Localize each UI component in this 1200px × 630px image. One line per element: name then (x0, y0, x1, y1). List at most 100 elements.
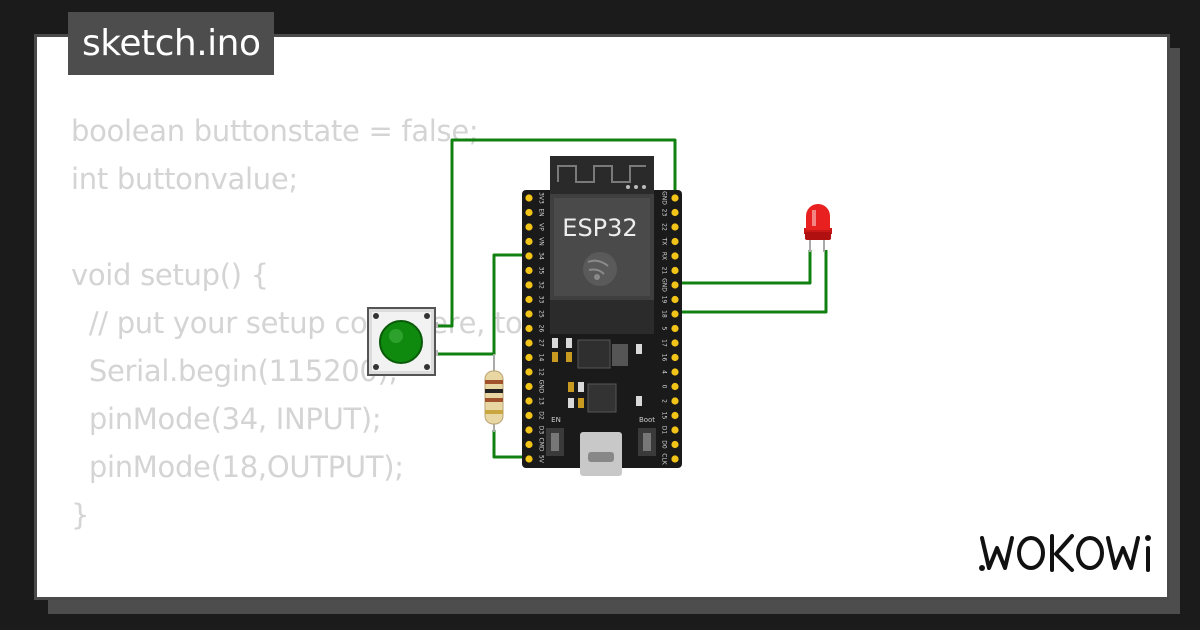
code-line: pinMode(18,OUTPUT); (71, 450, 404, 484)
pin[interactable] (525, 281, 533, 289)
pin[interactable] (671, 440, 679, 449)
pin-label: GND (538, 380, 545, 394)
pin[interactable] (525, 411, 533, 420)
file-tab[interactable]: sketch.ino (68, 12, 275, 75)
pin[interactable] (671, 339, 679, 347)
pin[interactable] (671, 295, 679, 304)
code-editor: boolean buttonstate = false; int buttonva… (71, 107, 667, 597)
pin[interactable] (525, 382, 533, 391)
pin[interactable] (671, 411, 679, 420)
wire-button-to-pin34[interactable] (436, 253, 528, 356)
pin[interactable] (671, 310, 679, 318)
pin[interactable] (671, 223, 679, 231)
pin-label: 17 (661, 339, 668, 347)
pin-label: D3 (538, 426, 545, 435)
pin-label: 16 (661, 354, 668, 362)
wire-resistor-to-5v[interactable] (492, 430, 528, 459)
resistor[interactable] (484, 354, 504, 432)
pin-label: 27 (538, 339, 545, 347)
pin[interactable] (525, 440, 533, 449)
pin[interactable] (671, 353, 679, 362)
pin[interactable] (525, 455, 533, 463)
pin[interactable] (525, 252, 533, 260)
pin-label: 34 (538, 252, 545, 260)
boot-button[interactable] (643, 433, 651, 451)
pin-label: 12 (538, 368, 545, 376)
pin[interactable] (525, 397, 533, 405)
code-line: void loop() { (71, 587, 666, 597)
code-line: boolean buttonstate = false; (71, 114, 479, 148)
en-button[interactable] (551, 433, 559, 451)
boot-label: Boot (639, 416, 655, 424)
pin-label: 13 (538, 397, 545, 405)
pin-label: TX (661, 237, 668, 246)
pin[interactable] (525, 368, 533, 376)
pin[interactable] (671, 194, 679, 202)
pin-label: 26 (538, 325, 545, 333)
pin-label: CLK (661, 453, 668, 466)
pin-label: 2 (661, 399, 668, 403)
pin-label: 15 (661, 412, 668, 420)
pin-label: 18 (661, 310, 668, 318)
pin-label: D0 (661, 440, 668, 449)
pin[interactable] (525, 237, 533, 246)
pin-label: 21 (661, 267, 668, 275)
pin-label: 22 (661, 223, 668, 231)
push-button[interactable] (367, 307, 438, 376)
pin[interactable] (671, 208, 679, 217)
pin-label: 19 (661, 296, 668, 304)
pin[interactable] (671, 252, 679, 260)
pin-label: 14 (538, 354, 545, 362)
pin[interactable] (525, 339, 533, 347)
pin[interactable] (671, 324, 679, 333)
esp32-board[interactable]: ESP32 EN Boot 3V3ENVPVN34353233252627141… (522, 156, 682, 476)
pin-label: VP (538, 223, 545, 231)
pin[interactable] (671, 426, 679, 434)
en-label: EN (551, 416, 561, 424)
wire-led-anode[interactable] (675, 250, 828, 314)
pin-label: 4 (661, 370, 668, 374)
code-line: void setup() { (71, 258, 269, 292)
pin-label: 33 (538, 296, 545, 304)
pin-label: 5V (538, 455, 545, 464)
pin[interactable] (671, 382, 679, 391)
pin[interactable] (671, 281, 679, 289)
red-led[interactable] (804, 204, 832, 252)
pin[interactable] (525, 295, 533, 304)
wire-button-to-gnd[interactable] (436, 138, 677, 328)
pin[interactable] (671, 455, 679, 463)
code-line: pinMode(34, INPUT); (71, 402, 382, 436)
pin-label: 5 (661, 327, 668, 331)
pin-label: CMD (538, 438, 545, 452)
pin[interactable] (525, 266, 533, 275)
pin[interactable] (525, 194, 533, 202)
button-cap[interactable] (379, 320, 423, 364)
pin-label: 35 (538, 267, 545, 275)
pin[interactable] (671, 368, 679, 376)
pin-label: 25 (538, 310, 545, 318)
left-pin-header: 3V3ENVPVN343532332526271412GND13D2D3CMD5… (525, 192, 545, 464)
pin[interactable] (525, 223, 533, 231)
pin[interactable] (525, 324, 533, 333)
pin[interactable] (671, 397, 679, 405)
wire-led-cathode[interactable] (675, 250, 812, 285)
code-line: Serial.begin(115200); (71, 354, 399, 388)
code-line: } (71, 498, 90, 532)
pin-label: D1 (661, 426, 668, 435)
pin-label: D2 (538, 411, 545, 420)
esp32-label: ESP32 (562, 214, 637, 242)
code-line: int buttonvalue; (71, 162, 298, 196)
pin[interactable] (671, 237, 679, 246)
pin-label: EN (538, 208, 545, 216)
pin[interactable] (525, 353, 533, 362)
pin[interactable] (525, 310, 533, 318)
pin-label: GND (661, 278, 668, 292)
pin-label: 32 (538, 281, 545, 289)
pin-label: VN (538, 237, 545, 246)
pin[interactable] (671, 266, 679, 275)
pin[interactable] (525, 208, 533, 217)
wokwi-logo[interactable] (976, 526, 1154, 578)
pin[interactable] (525, 426, 533, 434)
